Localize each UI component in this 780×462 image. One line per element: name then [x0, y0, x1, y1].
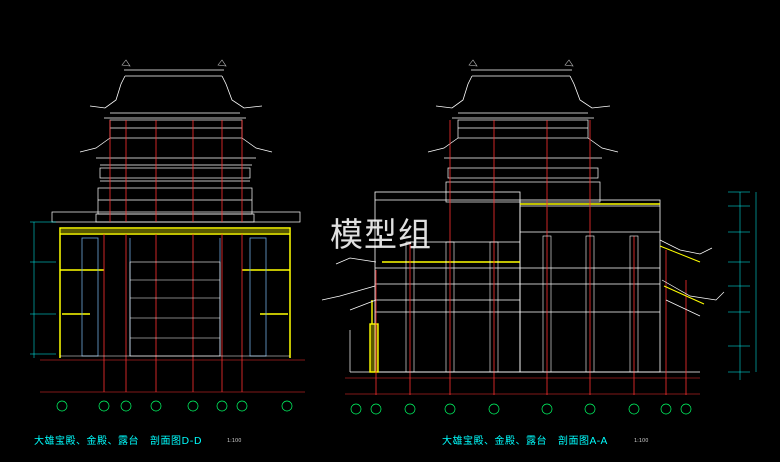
right-section-scale: 1:100	[634, 438, 649, 444]
left-section-drawing	[30, 59, 305, 412]
left-yellow-frame	[59, 227, 291, 358]
left-inner-grid	[60, 261, 290, 357]
right-level-ticks	[728, 191, 757, 380]
right-top-roof	[435, 69, 611, 119]
right-columns	[375, 120, 687, 395]
left-top-roof	[89, 69, 263, 119]
left-upper-body	[79, 119, 273, 166]
left-side-eaves	[321, 257, 377, 372]
right-section-drawing	[321, 59, 757, 415]
watermark-text: 模型组	[330, 215, 432, 254]
right-axis-bubbles	[350, 403, 692, 415]
right-side-eaves	[659, 239, 725, 317]
left-middle-tier	[51, 167, 301, 223]
left-level-ticks	[30, 221, 56, 358]
left-columns	[103, 120, 243, 392]
right-upper-body	[427, 119, 619, 203]
right-section-caption: 大雄宝殿、金殿、露台 剖面图A-A	[442, 436, 608, 447]
left-section-caption: 大雄宝殿、金殿、露台 剖面图D-D	[34, 436, 203, 447]
left-axis-bubbles	[56, 400, 293, 412]
left-section-scale: 1:100	[227, 438, 242, 444]
